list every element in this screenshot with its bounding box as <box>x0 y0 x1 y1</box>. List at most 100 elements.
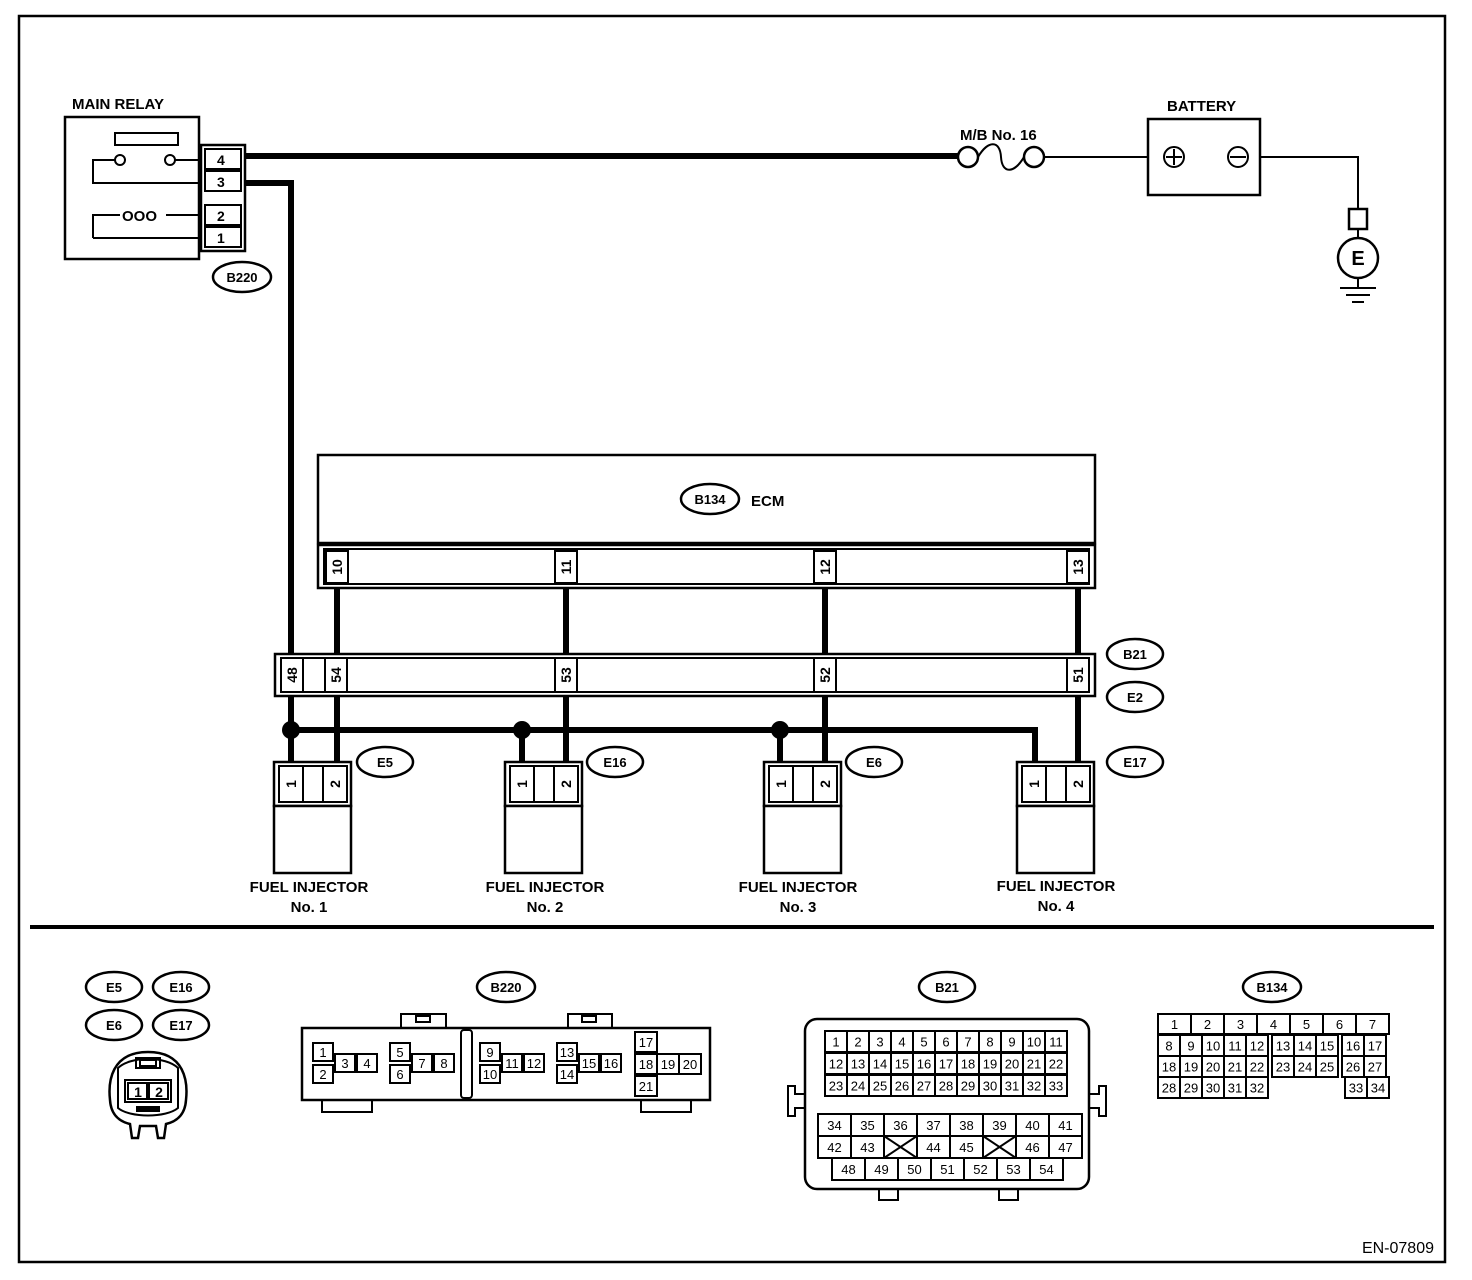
legend-e16-label: E16 <box>169 980 192 995</box>
b134-pin-19: 19 <box>1184 1060 1198 1075</box>
fuel-injector-3: 1 2 E6 FUEL INJECTOR No. 3 <box>739 745 904 916</box>
diagram-frame <box>17 14 1447 1264</box>
main-relay: MAIN RELAY OOO 4 3 2 1 B220 <box>63 96 273 294</box>
b220-pin-9-cell <box>479 1042 501 1062</box>
b21-pin-27: 27 <box>917 1079 931 1094</box>
junction-terminal-48: 48 <box>284 667 300 683</box>
junction-b21-e2: 48 54 53 52 51 B21 E2 <box>273 637 1165 714</box>
b220-pin-7-cell <box>411 1053 433 1073</box>
b134-pin-1: 1 <box>1171 1017 1178 1032</box>
b21-pin-26: 26 <box>895 1079 909 1094</box>
b21-pin-52: 52 <box>973 1162 987 1177</box>
ecm: B134 ECM 10 11 12 13 <box>316 453 1097 590</box>
b134-pin-30: 30 <box>1206 1081 1220 1096</box>
b21-pin-43: 43 <box>860 1140 874 1155</box>
b220-pin-17: 17 <box>639 1035 653 1050</box>
battery: BATTERY <box>1146 98 1262 197</box>
relay-terminal-1: 1 <box>217 230 225 246</box>
fuse-terminal-left <box>956 145 980 169</box>
b134-pin-32-cell <box>1245 1076 1269 1099</box>
connector-e5-label: E5 <box>377 755 393 770</box>
b134-pin-5: 5 <box>1303 1017 1310 1032</box>
injector-1-pin-2: 2 <box>327 780 343 788</box>
b220-pin-11: 11 <box>505 1056 519 1071</box>
fuse-mb16: M/B No. 16 <box>956 127 1046 171</box>
b21-pin-47-cell <box>1048 1135 1083 1159</box>
b21-pin-3: 3 <box>876 1035 883 1050</box>
b21-pin-44: 44 <box>926 1140 940 1155</box>
legend-b21-label: B21 <box>935 980 959 995</box>
b21-blank-4-5-blank-cell <box>982 1135 1017 1159</box>
injector-4-pin-1: 1 <box>1026 780 1042 788</box>
b21-pin-51: 51 <box>940 1162 954 1177</box>
b220-pin-4: 4 <box>363 1056 370 1071</box>
b21-pin-45: 45 <box>959 1140 973 1155</box>
b21-pin-15: 15 <box>895 1057 909 1072</box>
connector-b21-label: B21 <box>1123 647 1147 662</box>
legend-b134-label: B134 <box>1256 980 1288 995</box>
injector-2-name: FUEL INJECTOR <box>486 879 605 896</box>
legend-injector-pin-2: 2 <box>155 1084 163 1100</box>
wire-injector-power-bus <box>291 727 1038 766</box>
b21-pin-38: 38 <box>959 1118 973 1133</box>
b21-pin-18: 18 <box>961 1057 975 1072</box>
connector-b220-tag <box>211 260 273 294</box>
b134-pin-17: 17 <box>1368 1039 1382 1054</box>
b220-pin-2: 2 <box>319 1067 326 1082</box>
b220-pin-16: 16 <box>604 1056 618 1071</box>
injector-2-pin-1: 1 <box>514 780 530 788</box>
b134-pin-4: 4 <box>1270 1017 1277 1032</box>
b220-pin-3: 3 <box>341 1056 348 1071</box>
ecm-terminal-12: 12 <box>817 559 833 575</box>
b21-pin-5: 5 <box>920 1035 927 1050</box>
b21-pin-20: 20 <box>1005 1057 1019 1072</box>
b220-pin-14-cell <box>556 1064 578 1084</box>
fuel-injector-1: 1 2 E5 FUEL INJECTOR No. 1 <box>250 745 415 916</box>
b134-pin-25-cell <box>1315 1055 1339 1078</box>
b21-pin-6: 6 <box>942 1035 949 1050</box>
b134-pin-25: 25 <box>1320 1060 1334 1075</box>
legend-e6-label: E6 <box>106 1018 122 1033</box>
injector-1-number: No. 1 <box>291 899 328 916</box>
b21-pin-54: 54 <box>1039 1162 1053 1177</box>
b21-pin-2: 2 <box>854 1035 861 1050</box>
relay-terminal-block <box>199 143 247 253</box>
b220-pin-18: 18 <box>639 1057 653 1072</box>
b21-pin-47: 47 <box>1058 1140 1072 1155</box>
b21-pin-8: 8 <box>986 1035 993 1050</box>
b134-pin-11: 11 <box>1228 1039 1242 1054</box>
fuse-label: M/B No. 16 <box>960 127 1037 144</box>
ground: E <box>1336 207 1380 303</box>
junction-terminal-53: 53 <box>558 667 574 683</box>
injector-4-body <box>1015 804 1096 875</box>
b134-pin-33: 33 <box>1349 1081 1363 1096</box>
b220-pin-5-cell <box>389 1042 411 1062</box>
b21-pin-41: 41 <box>1058 1118 1072 1133</box>
b134-pin-2: 2 <box>1204 1017 1211 1032</box>
ecm-title: ECM <box>751 493 784 510</box>
ecm-terminal-10: 10 <box>329 559 345 575</box>
b21-pin-33-cell <box>1044 1074 1068 1097</box>
injector-3-pin-2: 2 <box>817 780 833 788</box>
b134-pin-24: 24 <box>1298 1060 1312 1075</box>
b220-pin-21-cell <box>634 1075 658 1097</box>
b134-pin-14: 14 <box>1298 1039 1312 1054</box>
b220-pin-6: 6 <box>396 1067 403 1082</box>
b220-pin-17-cell <box>634 1031 658 1053</box>
relay-terminal-4: 4 <box>217 152 225 168</box>
b220-pin-19: 19 <box>661 1057 675 1072</box>
b134-pin-12: 12 <box>1250 1039 1264 1054</box>
b21-pin-4: 4 <box>898 1035 905 1050</box>
battery-negative-icon <box>1227 146 1249 168</box>
b220-connector-face <box>300 1026 712 1102</box>
connector-e2-label: E2 <box>1127 690 1143 705</box>
b220-pin-21: 21 <box>639 1079 653 1094</box>
b21-pin-12: 12 <box>829 1057 843 1072</box>
fuse-element <box>977 143 1025 171</box>
b134-pin-21: 21 <box>1228 1060 1242 1075</box>
b21-pin-7: 7 <box>964 1035 971 1050</box>
b21-pin-33: 33 <box>1049 1079 1063 1094</box>
junction-terminal-51: 51 <box>1070 667 1086 683</box>
